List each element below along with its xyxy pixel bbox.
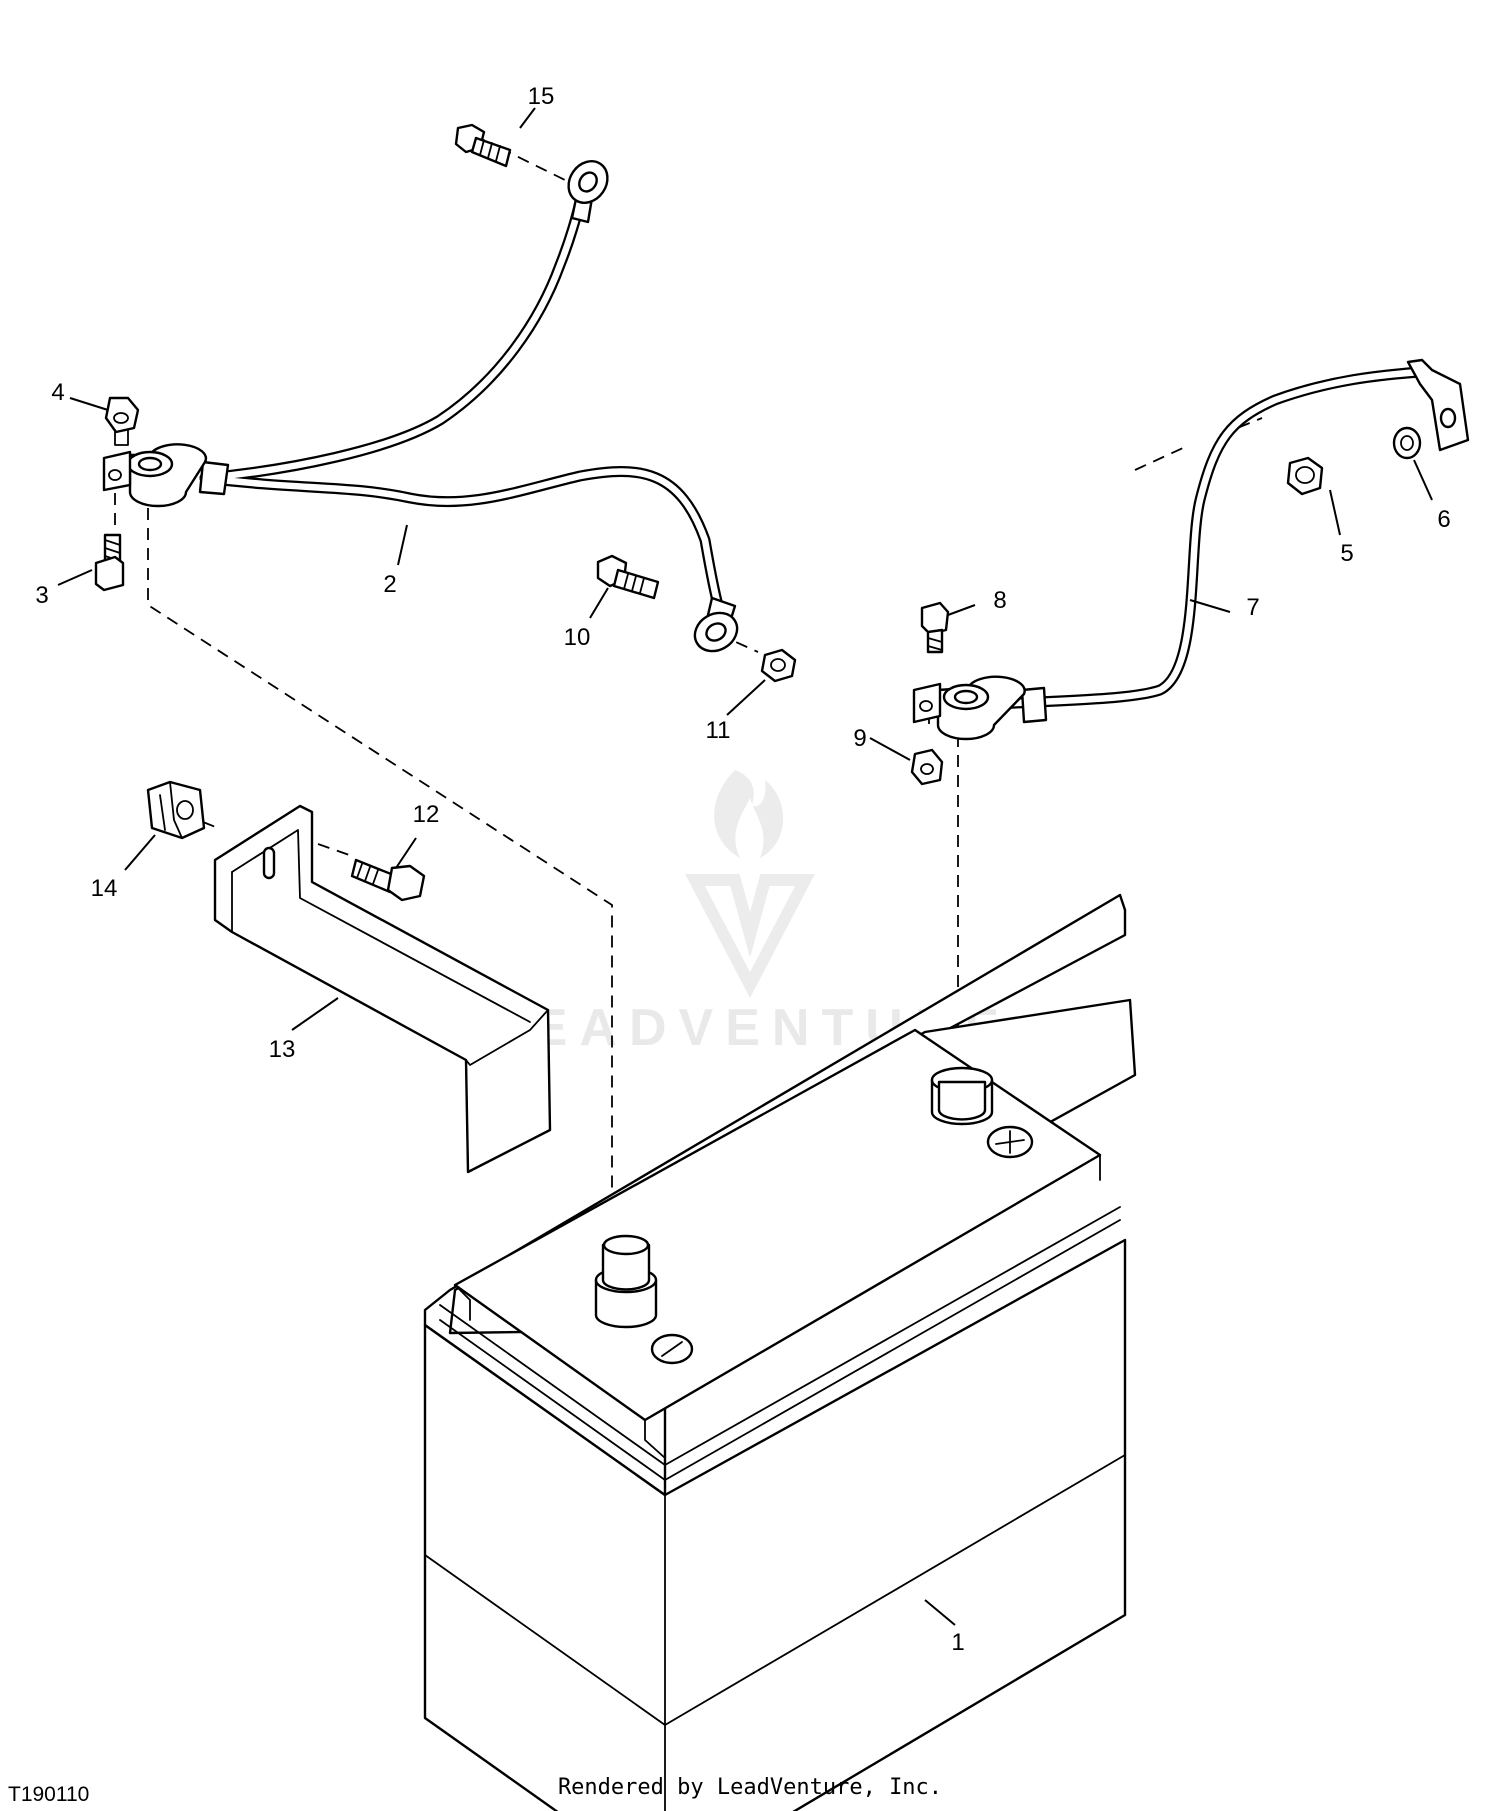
- callout-15: 15: [528, 83, 555, 110]
- clamp-bolt-left: [94, 533, 125, 592]
- ground-bolt: [454, 123, 512, 168]
- callout-6: 6: [1437, 506, 1450, 533]
- battery-positive-mark: [986, 1125, 1034, 1159]
- hold-down-bracket: [213, 804, 552, 1174]
- footer-credit: Rendered by LeadVenture, Inc.: [558, 1775, 942, 1800]
- clamp-nut-right: [910, 748, 944, 786]
- watermark-logo: [685, 770, 815, 998]
- callout-8: 8: [993, 587, 1006, 614]
- clip-nut: [146, 780, 206, 840]
- callout-12: 12: [413, 801, 440, 828]
- callout-13: 13: [269, 1036, 296, 1063]
- battery-negative-terminal: [594, 1234, 658, 1329]
- positive-cable-clamp: [912, 675, 1026, 741]
- callout-14: 14: [91, 875, 118, 902]
- negative-cable-ring-terminal-lower: [693, 596, 739, 653]
- callout-4: 4: [51, 379, 64, 406]
- callout-11: 11: [706, 717, 731, 744]
- bolt-10: [596, 554, 660, 600]
- callout-5: 5: [1340, 540, 1353, 567]
- clamp-bolt-right: [920, 601, 950, 654]
- positive-cable: [994, 366, 1426, 724]
- callout-7: 7: [1246, 594, 1259, 621]
- positive-cable-end-bracket: [1406, 358, 1470, 452]
- callout-1: 1: [951, 1629, 964, 1656]
- negative-cable-ring-terminal-upper: [567, 160, 609, 224]
- callout-3: 3: [35, 582, 48, 609]
- negative-cable: [198, 189, 726, 618]
- leader-lines: [57, 107, 1433, 1626]
- clamp-nut-left: [104, 396, 140, 446]
- bracket-bolt: [350, 858, 426, 902]
- callout-10: 10: [564, 624, 591, 651]
- washer-6: [1392, 426, 1422, 460]
- battery-negative-mark: [650, 1333, 694, 1365]
- diagram-id: T190110: [8, 1783, 89, 1806]
- nut-5: [1286, 456, 1324, 496]
- battery-positive-terminal: [930, 1066, 994, 1126]
- nut-11: [760, 648, 797, 683]
- callout-labels: 1 2 3 4 5 6 7 8 9 10 11 12 13 14 15: [35, 83, 1450, 1656]
- callout-9: 9: [853, 725, 866, 752]
- callout-2: 2: [383, 571, 396, 598]
- negative-cable-clamp: [102, 443, 208, 508]
